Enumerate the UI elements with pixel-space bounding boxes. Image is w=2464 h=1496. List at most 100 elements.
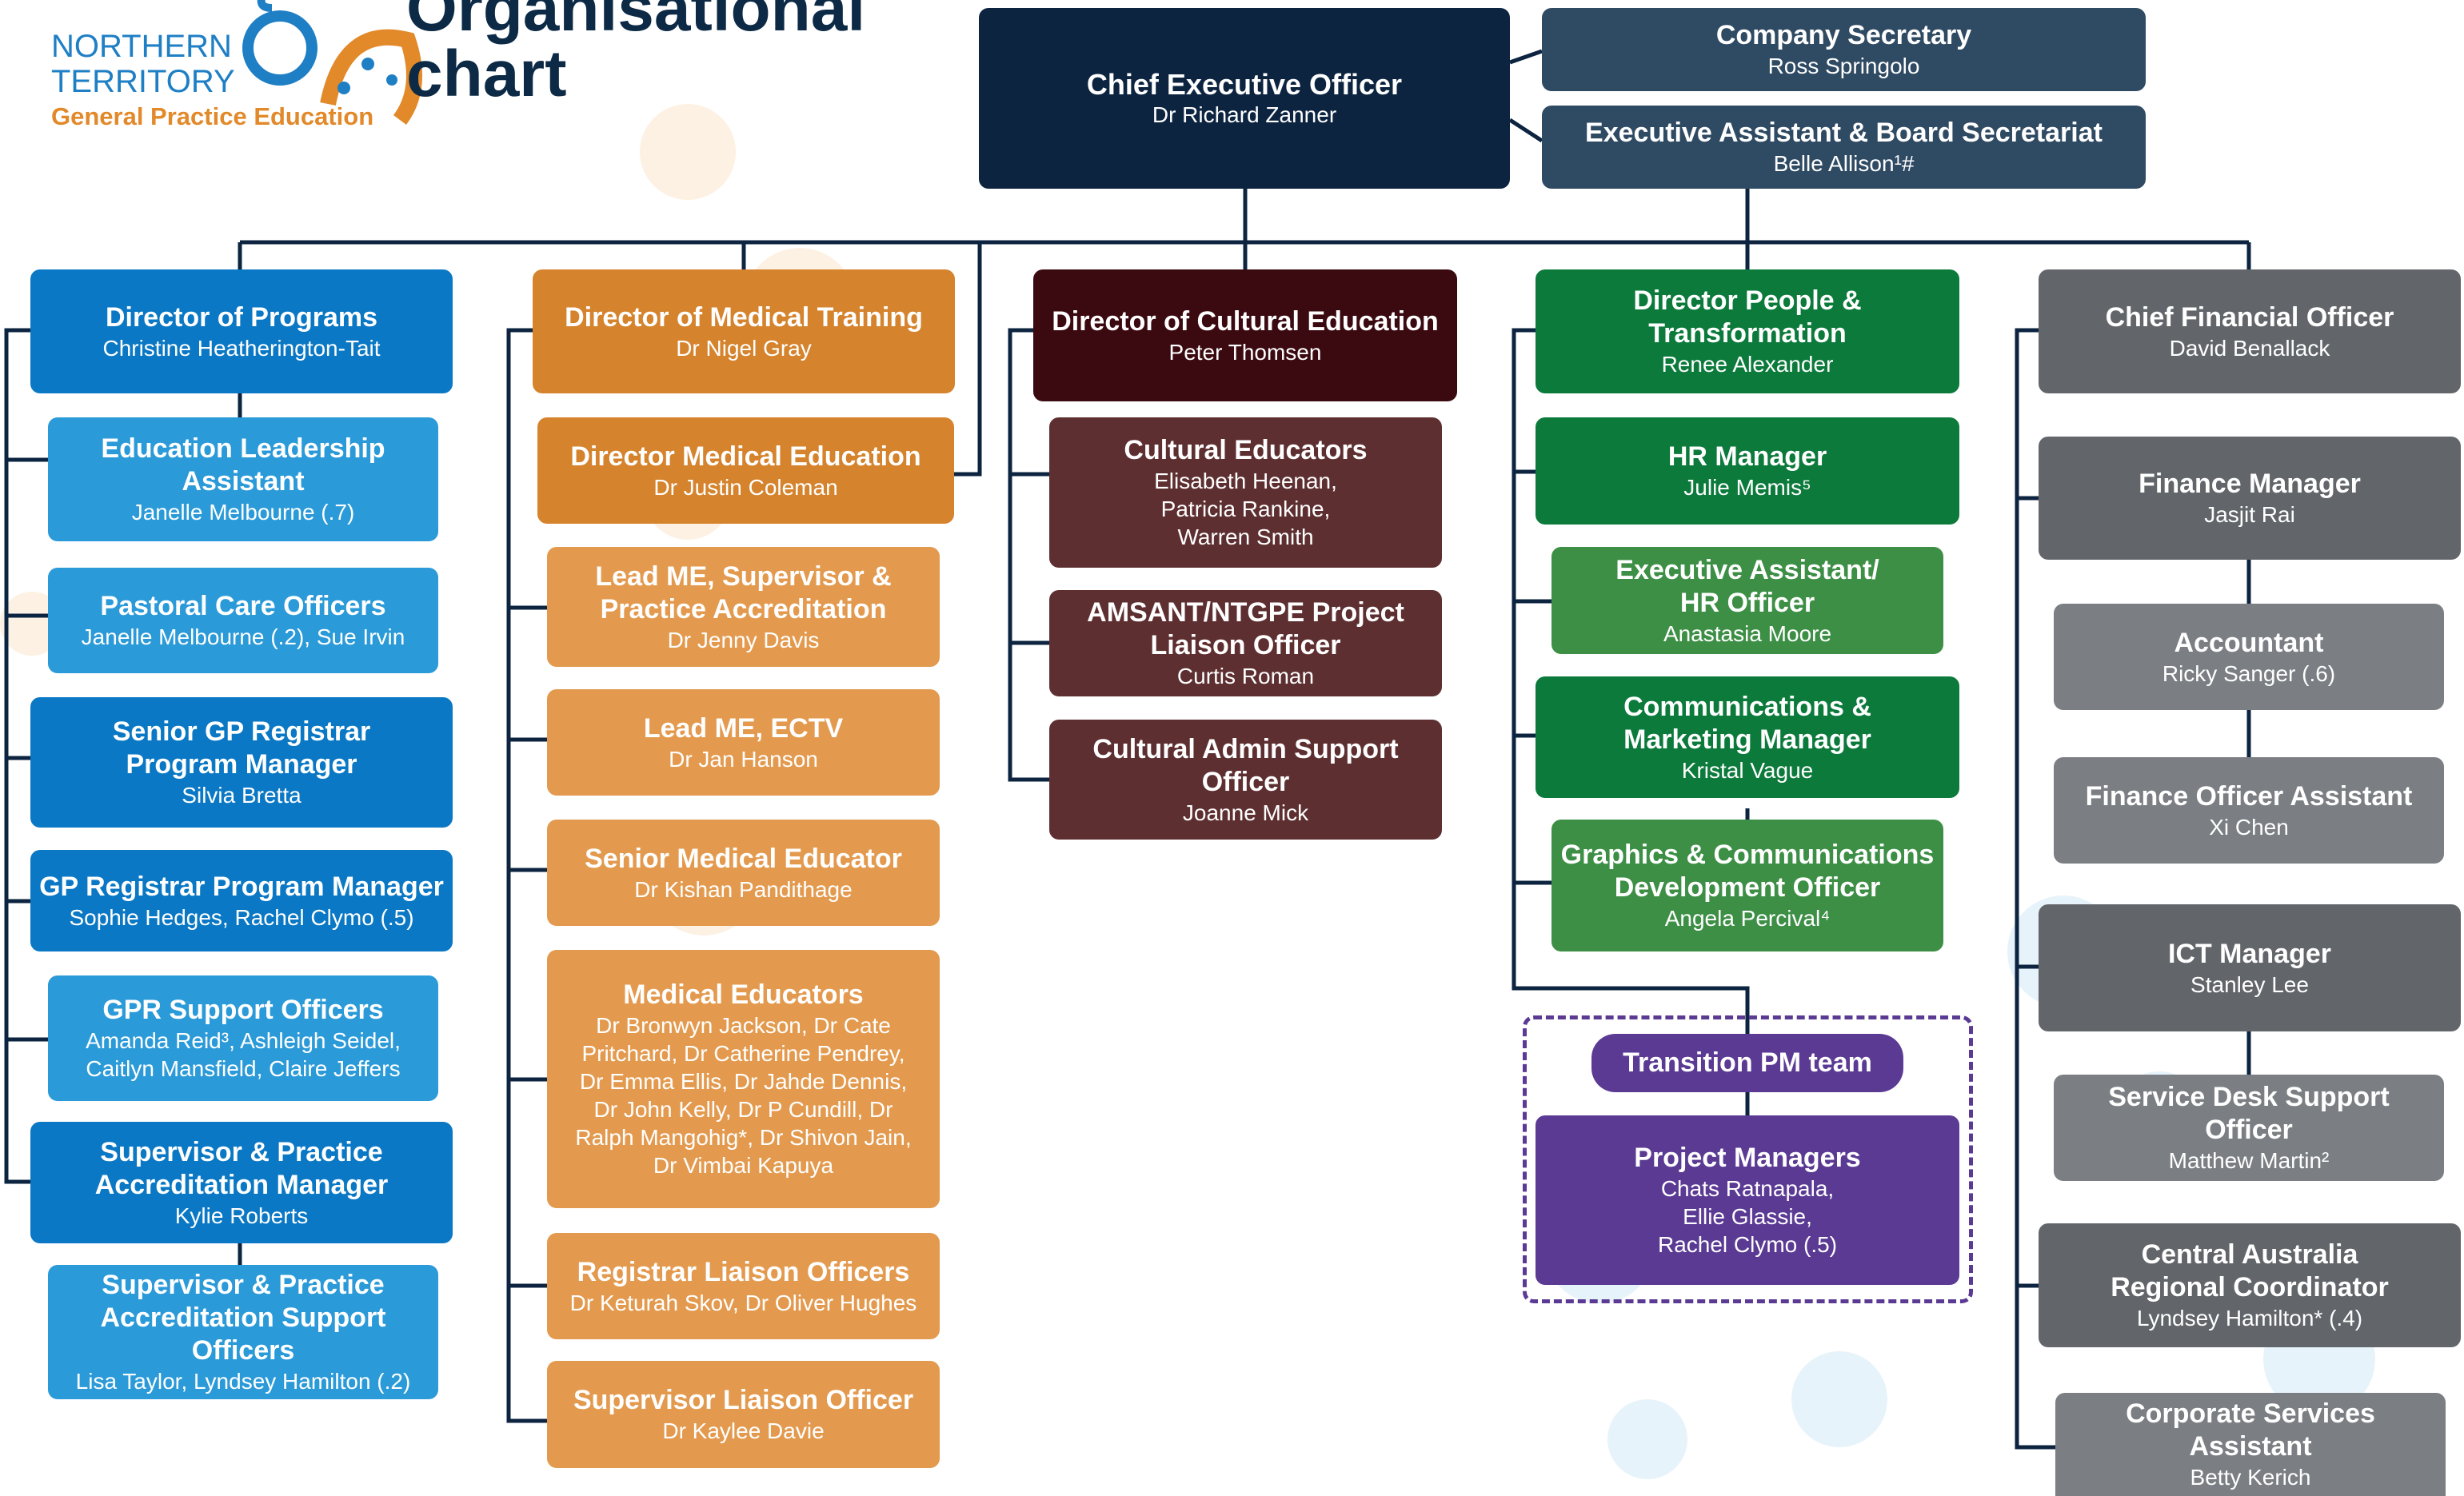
logo-line-3: General Practice Education [51,102,374,130]
role-name: Anastasia Moore [1663,620,1832,646]
medical-box-3: Lead ME, ECTV Dr Jan Hanson [547,689,940,796]
medical-box-5: Medical Educators Dr Bronwyn Jackson, Dr… [547,950,940,1208]
role-title: Executive Assistant/ HR Officer [1615,554,1879,618]
role-title: Director People & Transformation [1633,285,1862,349]
role-name: Matthew Martin² [2168,1148,2330,1173]
people-box-4: Graphics & Communications Development Of… [1551,820,1943,951]
role-name: Janelle Melbourne (.2), Sue Irvin [81,624,405,649]
company-secretary-box: Company Secretary Ross Springolo [1542,8,2146,91]
role-title: Finance Manager [2139,469,2361,499]
role-title: Supervisor & Practice Accreditation Mana… [94,1136,389,1200]
finance-box-0: Chief Financial Officer David Benallack [2039,269,2461,393]
role-title: Registrar Liaison Officers [577,1256,910,1287]
finance-box-4: ICT Manager Stanley Lee [2039,904,2461,1031]
role-name: Silvia Bretta [182,783,302,808]
role-name: Curtis Roman [1176,664,1315,688]
role-name: Dr Jenny Davis [667,627,820,652]
role-name: Dr Kaylee Davie [662,1418,825,1443]
role-title: Supervisor Liaison Officer [573,1385,914,1415]
cultural-box-3: Cultural Admin Support Officer Joanne Mi… [1049,720,1442,840]
role-title: Corporate Services Assistant [2126,1398,2375,1462]
role-name: Dr Richard Zanner [1152,102,1337,127]
medical-box-4: Senior Medical Educator Dr Kishan Pandit… [547,820,940,926]
finance-box-1: Finance Manager Jasjit Rai [2039,437,2461,560]
programs-box-6: Supervisor & Practice Accreditation Mana… [30,1122,453,1243]
role-title: Service Desk Support Officer [2108,1082,2390,1145]
finance-box-2: Accountant Ricky Sanger (.6) [2054,604,2444,710]
role-title: GP Registrar Program Manager [39,871,444,902]
role-name: Betty Kerich [2190,1465,2311,1490]
programs-box-7: Supervisor & Practice Accreditation Supp… [48,1265,438,1399]
role-name: Ricky Sanger (.6) [2162,660,2336,686]
role-name: Janelle Melbourne (.7) [131,500,355,525]
role-title: Chief Financial Officer [2105,301,2394,333]
role-name: Kristal Vague [1681,757,1814,783]
role-title: Director Medical Education [570,441,921,472]
finance-box-3: Finance Officer Assistant Xi Chen [2054,757,2444,864]
role-title: Director of Programs [105,301,378,333]
role-title: AMSANT/NTGPE Project Liaison Officer [1087,597,1404,660]
cultural-box-2: AMSANT/NTGPE Project Liaison Officer Cur… [1049,590,1442,696]
role-title: Company Secretary [1715,20,1972,50]
role-title: Cultural Admin Support Officer [1092,733,1399,797]
role-title: Communications & Marketing Manager [1623,691,1871,755]
transition-team-group [1523,1015,1973,1303]
medical-box-2: Lead ME, Supervisor & Practice Accredita… [547,547,940,667]
medical-box-0: Director of Medical Training Dr Nigel Gr… [533,269,955,393]
role-title: Finance Officer Assistant [2085,780,2413,812]
role-name: Dr Kishan Pandithage [634,876,853,902]
role-title: ICT Manager [2167,938,2332,969]
role-title: GPR Support Officers [102,995,384,1025]
finance-box-6: Central Australia Regional Coordinator L… [2039,1223,2461,1347]
role-title: Central Australia Regional Coordinator [2111,1239,2389,1303]
finance-box-5: Service Desk Support Officer Matthew Mar… [2054,1075,2444,1181]
transition-team-label: Transition PM team [1591,1034,1903,1092]
role-title: Senior GP Registrar Program Manager [112,716,371,780]
role-title: Pastoral Care Officers [100,591,386,621]
programs-box-0: Director of Programs Christine Heatherin… [30,269,453,393]
people-box-2: Executive Assistant/ HR Officer Anastasi… [1551,547,1943,654]
cultural-box-0: Director of Cultural Education Peter Tho… [1033,269,1457,401]
programs-box-1: Education Leadership Assistant Janelle M… [48,417,438,541]
role-name: Kylie Roberts [174,1203,309,1228]
role-name: Dr Nigel Gray [676,335,812,361]
role-name: Peter Thomsen [1168,339,1322,365]
role-title: HR Manager [1667,441,1827,472]
role-title: Executive Assistant & Board Secretariat [1585,118,2103,148]
medical-box-6: Registrar Liaison Officers Dr Keturah Sk… [547,1233,940,1339]
ceo-box: Chief Executive Officer Dr Richard Zanne… [979,8,1510,189]
exec-assistant-box: Executive Assistant & Board Secretariat … [1542,106,2146,189]
programs-box-2: Pastoral Care Officers Janelle Melbourne… [48,568,438,673]
people-box-1: HR Manager Julie Memis⁵ [1536,417,1959,525]
role-name: Belle Allison¹# [1773,151,1915,176]
role-name: Julie Memis⁵ [1683,475,1811,500]
programs-box-3: Senior GP Registrar Program Manager Silv… [30,697,453,828]
role-title: Medical Educators [623,979,864,1010]
finance-box-7: Corporate Services Assistant Betty Keric… [2055,1393,2446,1496]
role-title: Lead ME, Supervisor & Practice Accredita… [595,561,892,624]
role-name: Xi Chen [2209,814,2289,840]
programs-box-4: GP Registrar Program Manager Sophie Hedg… [30,850,453,951]
role-name: Stanley Lee [2190,971,2309,997]
role-title: Education Leadership Assistant [101,433,385,497]
role-title: Accountant [2174,627,2324,658]
role-title: Project Managers [1634,1143,1861,1173]
role-title: Cultural Educators [1124,435,1368,465]
role-name: Christine Heatherington-Tait [102,335,381,361]
role-name: Angela Percival⁴ [1664,906,1831,931]
people-box-3: Communications & Marketing Manager Krist… [1536,676,1959,798]
role-name: Jasjit Rai [2204,502,2295,527]
role-title: Director of Cultural Education [1052,305,1439,337]
role-title: Senior Medical Educator [585,843,902,874]
ntgpe-logo: NORTHERN TERRITORY General Practice Educ… [48,0,422,136]
role-name: Lisa Taylor, Lyndsey Hamilton (.2) [75,1369,411,1394]
people-box-0: Director People & Transformation Renee A… [1536,269,1959,393]
cultural-box-1: Cultural Educators Elisabeth Heenan, Pat… [1049,417,1442,568]
medical-box-7: Supervisor Liaison Officer Dr Kaylee Dav… [547,1361,940,1468]
role-title: Director of Medical Training [565,301,923,333]
logo-mark-icon [242,0,422,125]
role-title: Chief Executive Officer [1086,68,1403,101]
role-name: Joanne Mick [1182,800,1309,825]
role-name: Dr Justin Coleman [653,474,838,500]
